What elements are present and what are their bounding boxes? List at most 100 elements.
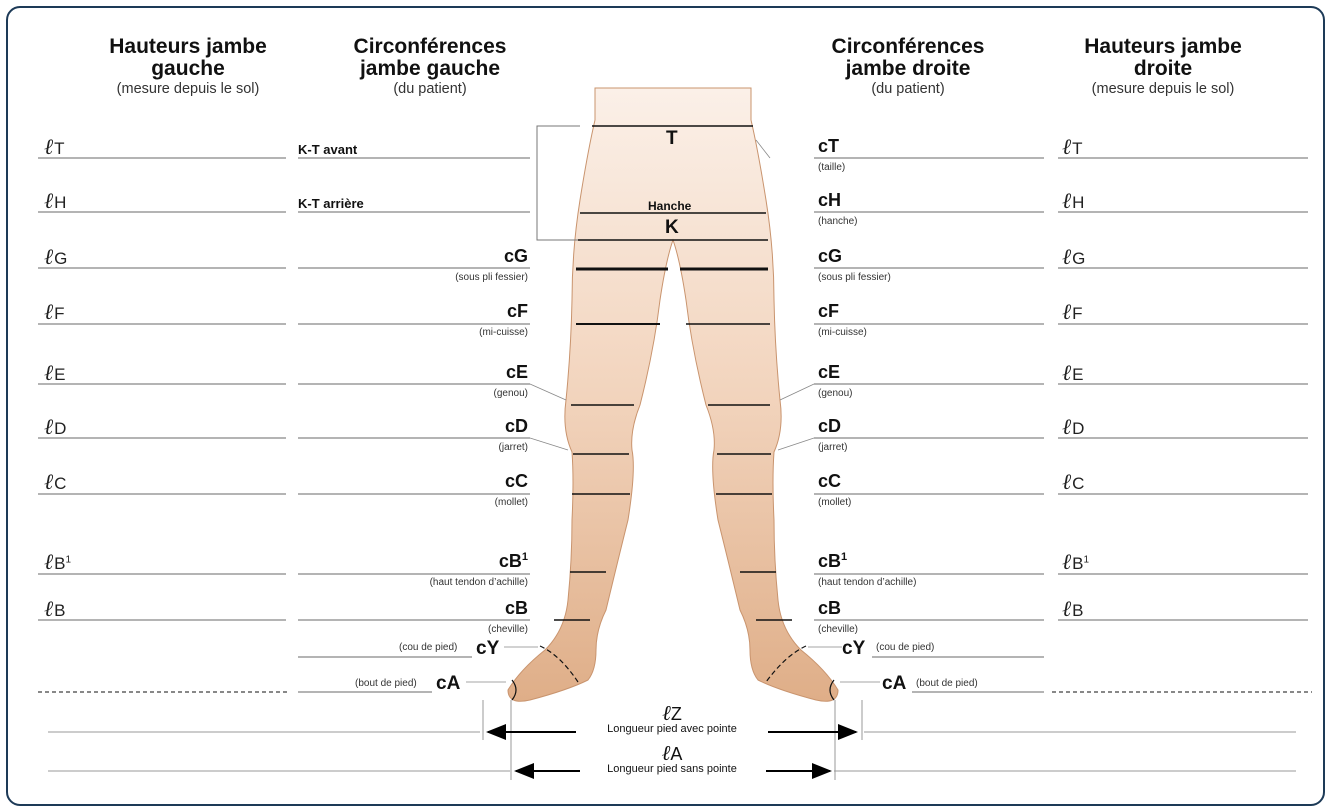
height-field-2[interactable]: ℓG: [44, 244, 67, 270]
height-field-3[interactable]: ℓF: [1062, 299, 1083, 325]
right-cY-code: cY: [842, 638, 865, 660]
script-l-icon: ℓ: [44, 245, 53, 270]
circ-code-text: cC: [818, 471, 841, 491]
circ-code-text: cB: [505, 598, 528, 618]
right-circ-desc-3: (mi-cuisse): [818, 327, 867, 338]
script-l-icon: ℓ: [44, 361, 53, 386]
script-l-icon: ℓ: [1062, 361, 1071, 386]
left-circ-code-2[interactable]: cG: [504, 246, 528, 267]
circ-code-text: cB: [818, 551, 841, 571]
circ-code-text: cG: [504, 246, 528, 266]
height-label: H: [1072, 193, 1084, 212]
height-label: D: [54, 419, 66, 438]
right-circ-code-5[interactable]: cD: [818, 416, 841, 437]
height-field-7[interactable]: ℓB1: [44, 549, 71, 575]
height-field-8[interactable]: ℓB: [44, 596, 66, 622]
script-l-icon: ℓ: [1062, 470, 1071, 495]
height-label: B: [1072, 554, 1083, 573]
left-circ-desc-8: (cheville): [488, 624, 528, 635]
height-field-6[interactable]: ℓC: [44, 469, 66, 495]
right-circ-code-8[interactable]: cB: [818, 598, 841, 619]
circ-code-text: cF: [507, 301, 528, 321]
lZ-desc: Longueur pied avec pointe: [586, 724, 758, 735]
height-label: H: [54, 193, 66, 212]
legs-silhouette: [508, 88, 838, 701]
right-circ-code-7[interactable]: cB1: [818, 551, 847, 572]
left-circ-code-4[interactable]: cE: [506, 362, 528, 383]
right-circ-code-3[interactable]: cF: [818, 301, 839, 322]
figure-hanche: Hanche: [648, 199, 691, 213]
circ-code-sup: 1: [522, 551, 528, 563]
left-circ-code-7[interactable]: cB1: [499, 551, 528, 572]
script-l-icon: ℓ: [44, 300, 53, 325]
right-circ-code-1[interactable]: cH: [818, 190, 841, 211]
height-field-0[interactable]: ℓT: [1062, 134, 1083, 160]
left-circ-code-8[interactable]: cB: [505, 598, 528, 619]
figure-K: K: [665, 217, 679, 239]
height-field-4[interactable]: ℓE: [44, 360, 66, 386]
lZ-label: ℓZ Longueur pied avec pointe: [586, 703, 758, 735]
circ-code-text: cG: [818, 246, 842, 266]
circ-code-text: cE: [506, 362, 528, 382]
circ-code-text: cH: [818, 190, 841, 210]
right-circ-code-6[interactable]: cC: [818, 471, 841, 492]
lA-label: ℓA Longueur pied sans pointe: [586, 743, 758, 775]
left-circ-code-3[interactable]: cF: [507, 301, 528, 322]
height-field-8[interactable]: ℓB: [1062, 596, 1084, 622]
left-circ-code-5[interactable]: cD: [505, 416, 528, 437]
height-field-5[interactable]: ℓD: [44, 414, 66, 440]
script-l-icon: ℓ: [1062, 550, 1071, 575]
circ-code-text: cD: [818, 416, 841, 436]
lZ-letter: Z: [671, 704, 682, 724]
left-circ-desc-4: (genou): [494, 388, 528, 399]
circ-code-text: cB: [818, 598, 841, 618]
height-label: B: [54, 601, 65, 620]
right-circ-code-2[interactable]: cG: [818, 246, 842, 267]
script-l-icon: ℓ: [662, 701, 671, 725]
script-l-icon: ℓ: [44, 597, 53, 622]
height-field-1[interactable]: ℓH: [1062, 188, 1084, 214]
right-cA-desc: (bout de pied): [916, 678, 978, 689]
height-field-4[interactable]: ℓE: [1062, 360, 1084, 386]
height-field-7[interactable]: ℓB1: [1062, 549, 1089, 575]
right-circ-code-4[interactable]: cE: [818, 362, 840, 383]
height-label: B: [1072, 601, 1083, 620]
height-field-6[interactable]: ℓC: [1062, 469, 1084, 495]
left-circ-desc-7: (haut tendon d’achille): [430, 577, 528, 588]
right-cA-code: cA: [882, 673, 906, 695]
height-field-5[interactable]: ℓD: [1062, 414, 1084, 440]
kt-bracket: [537, 126, 580, 240]
right-circ-desc-6: (mollet): [818, 497, 851, 508]
script-l-icon: ℓ: [44, 470, 53, 495]
right-circ-desc-8: (cheville): [818, 624, 858, 635]
right-circ-desc-4: (genou): [818, 388, 852, 399]
height-label: E: [54, 365, 65, 384]
right-circ-code-0[interactable]: cT: [818, 136, 839, 157]
height-label-sup: 1: [1084, 554, 1090, 565]
height-field-1[interactable]: ℓH: [44, 188, 66, 214]
height-field-0[interactable]: ℓT: [44, 134, 65, 160]
left-circ-desc-2: (sous pli fessier): [455, 272, 528, 283]
circ-code-text: cT: [818, 136, 839, 156]
kt-arriere-label: K-T arrière: [298, 196, 364, 211]
kt-avant-label: K-T avant: [298, 142, 357, 157]
script-l-icon: ℓ: [1062, 245, 1071, 270]
script-l-icon: ℓ: [1062, 300, 1071, 325]
script-l-icon: ℓ: [44, 550, 53, 575]
height-field-2[interactable]: ℓG: [1062, 244, 1085, 270]
right-circ-desc-2: (sous pli fessier): [818, 272, 891, 283]
left-circ-code-6[interactable]: cC: [505, 471, 528, 492]
script-l-icon: ℓ: [1062, 415, 1071, 440]
lA-letter: A: [670, 744, 682, 764]
left-cY-desc: (cou de pied): [399, 642, 457, 653]
height-label: T: [54, 139, 64, 158]
height-field-3[interactable]: ℓF: [44, 299, 65, 325]
circ-code-text: cD: [505, 416, 528, 436]
left-cA-code: cA: [436, 673, 460, 695]
circ-code-sup: 1: [841, 551, 847, 563]
right-circ-desc-5: (jarret): [818, 442, 847, 453]
height-label-sup: 1: [66, 554, 72, 565]
figure-T: T: [666, 128, 678, 150]
circ-code-text: cF: [818, 301, 839, 321]
